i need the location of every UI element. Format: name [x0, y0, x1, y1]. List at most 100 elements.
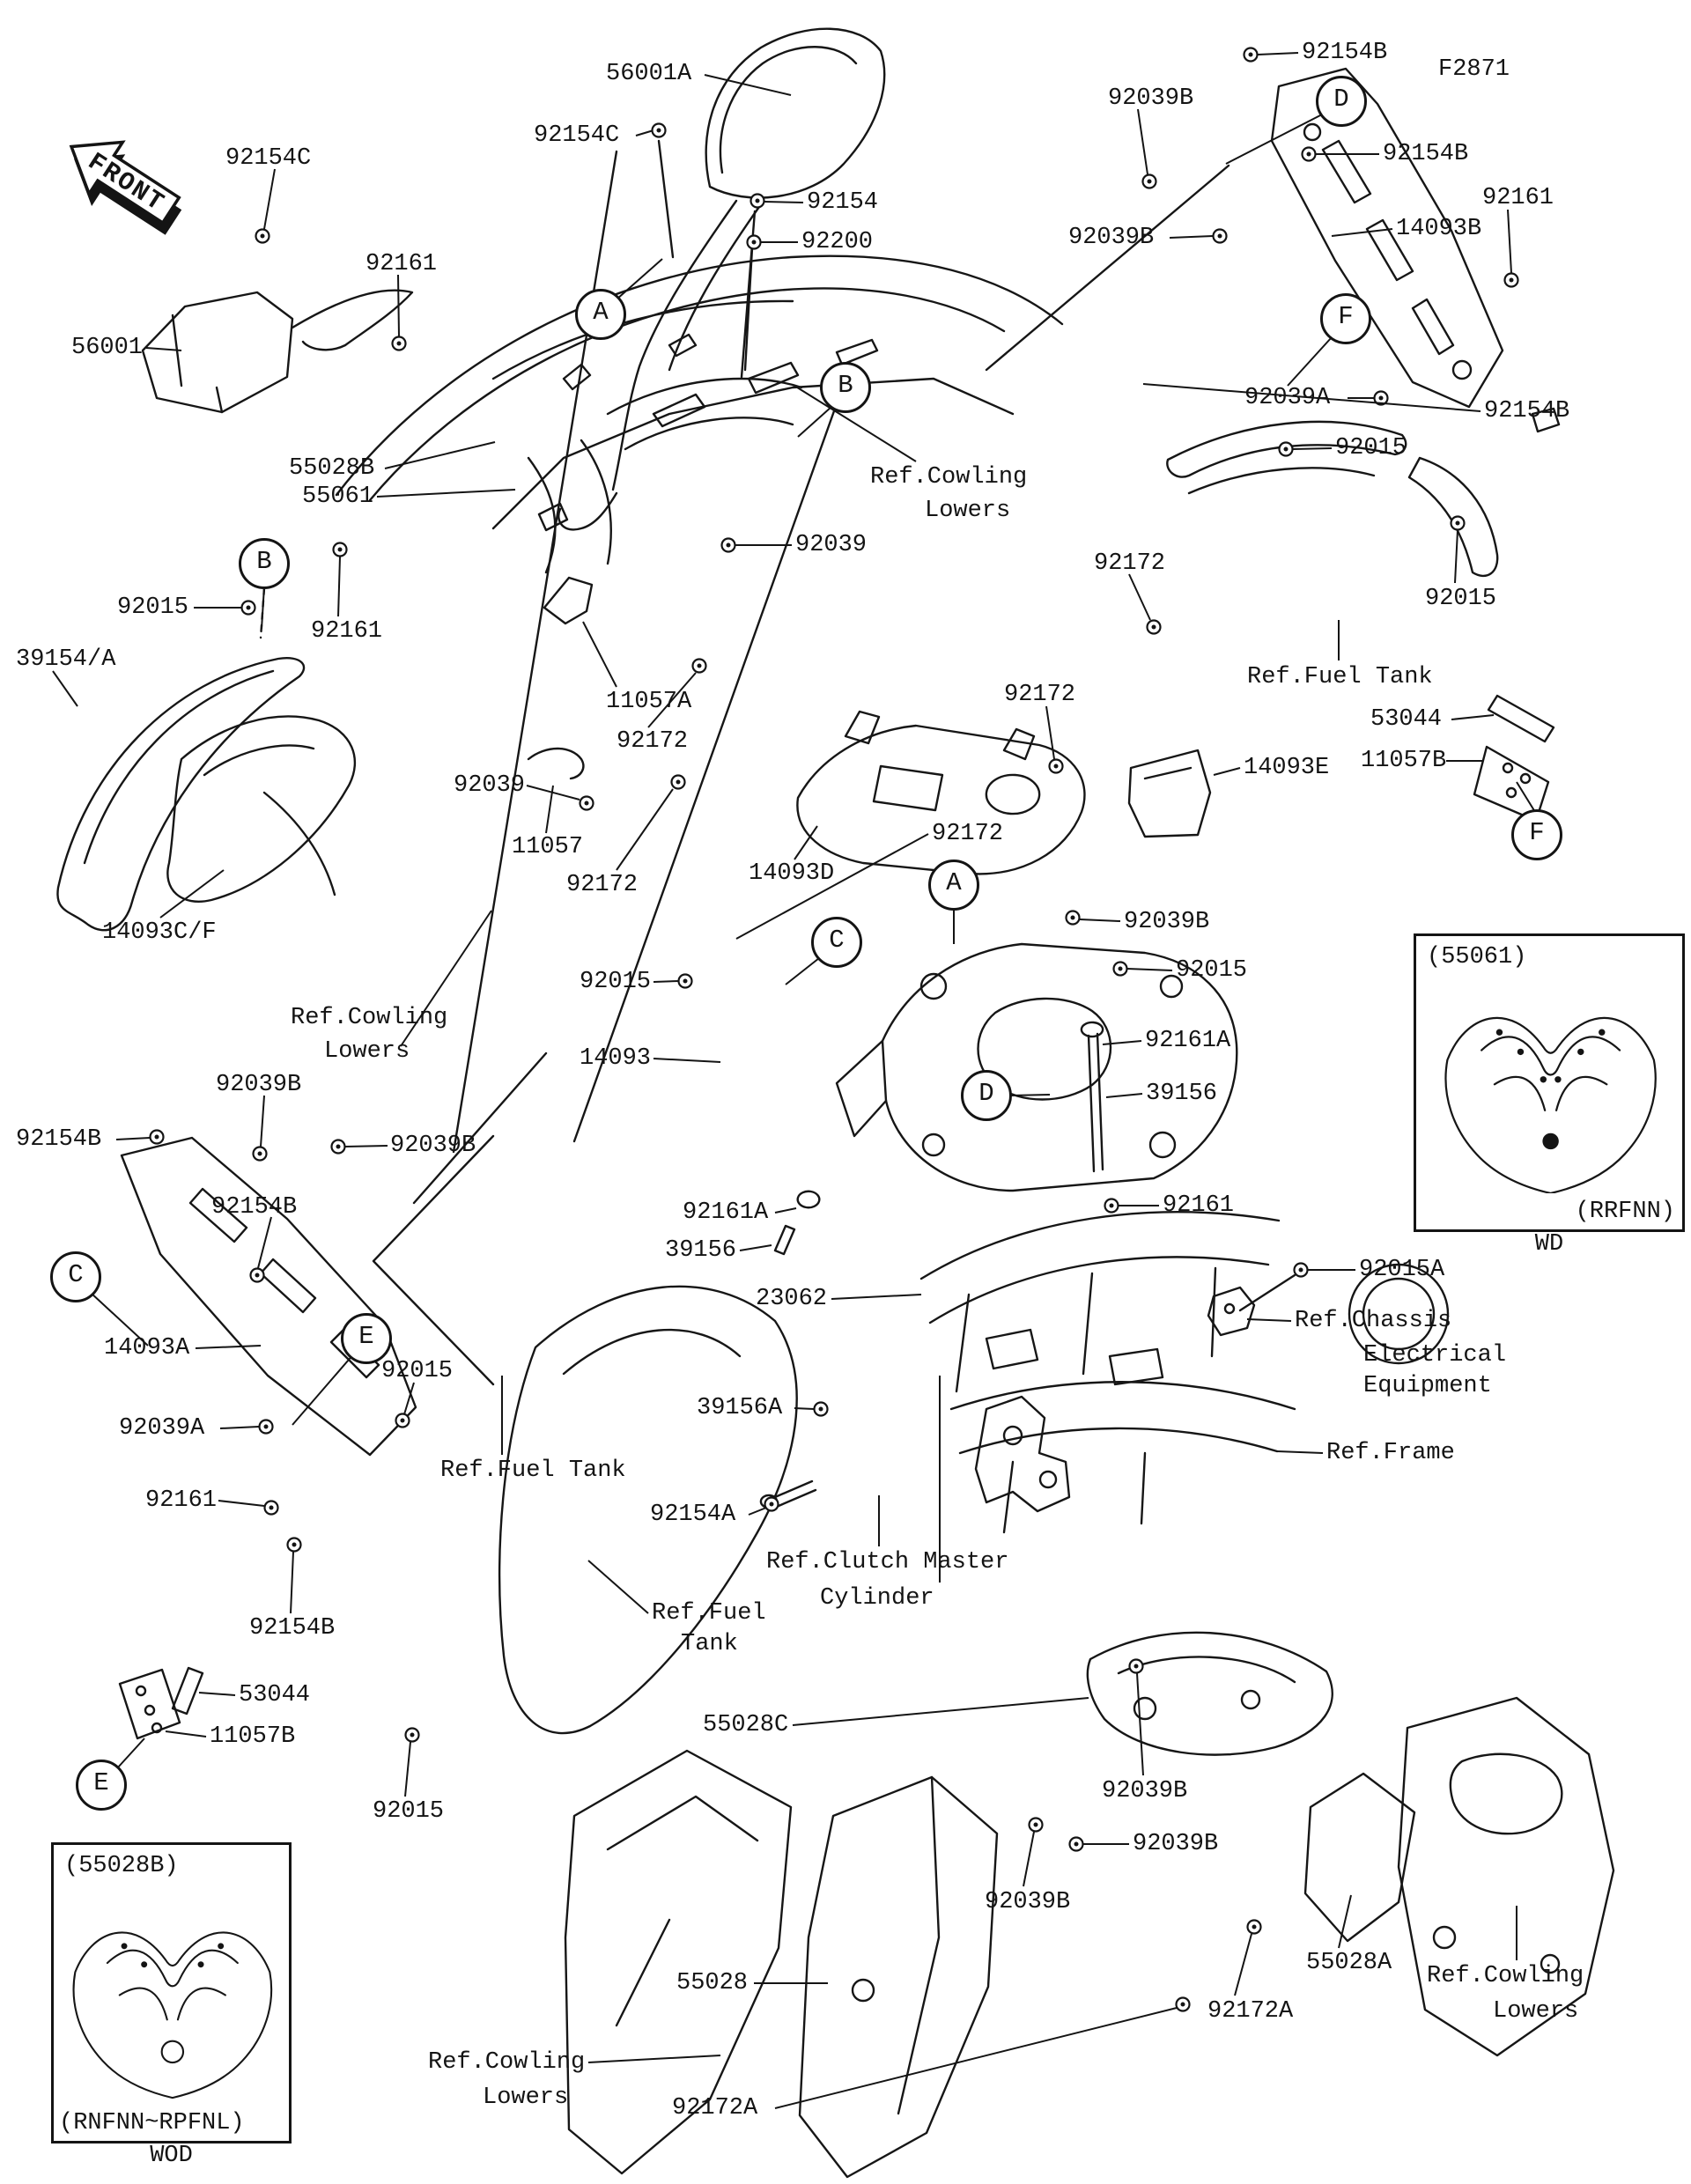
part-label-92154b: 92154B: [1302, 40, 1388, 66]
part-label-ref-cowling: Ref.Cowling: [870, 464, 1028, 491]
fastener-icon-dot: [292, 1542, 297, 1547]
part-label-92039b: 92039B: [1108, 85, 1194, 112]
fastener-icon-dot: [1133, 1664, 1139, 1669]
fastener-icon: [651, 122, 667, 138]
leader-line: [115, 1137, 151, 1140]
fastener-icon: [258, 1419, 274, 1435]
fastener-icon: [579, 795, 594, 811]
part-label-equipment: Equipment: [1363, 1373, 1492, 1399]
part-label-92015: 92015: [117, 594, 189, 621]
fastener-icon-dot: [656, 128, 661, 133]
part-label-lowers: Lowers: [324, 1038, 410, 1065]
fastener-icon-dot: [269, 1505, 274, 1510]
part-label-55028c: 55028C: [703, 1712, 789, 1738]
leader-line: [1292, 447, 1333, 450]
part-label-92172a: 92172A: [672, 2095, 758, 2121]
part-label-53044: 53044: [1370, 706, 1443, 733]
fastener-icon: [255, 228, 270, 244]
fastener-icon: [1141, 173, 1157, 189]
leader-line: [1246, 1318, 1292, 1322]
fastener-icon-dot: [1455, 520, 1460, 526]
part-label-92015: 92015: [1425, 586, 1497, 612]
leader-line: [587, 2055, 721, 2063]
leader-line: [1225, 114, 1323, 165]
fastener-icon: [1301, 146, 1317, 162]
part-label-92154c: 92154C: [534, 122, 620, 149]
part-label-lowers: Lowers: [1493, 1998, 1579, 2025]
fastener-icon: [746, 234, 762, 250]
callout-circle-d: D: [1316, 76, 1367, 127]
leader-line: [1287, 336, 1333, 387]
leader-line: [397, 274, 400, 337]
part-label-14093e: 14093E: [1244, 755, 1330, 781]
leader-line: [764, 201, 804, 203]
fastener-icon-dot: [1252, 1924, 1257, 1929]
fastener-icon: [720, 537, 736, 553]
fastener-icon: [263, 1500, 279, 1516]
leader-line: [403, 1382, 415, 1415]
fastener-icon: [404, 1727, 420, 1743]
front-arrow-icon: FRONT: [69, 140, 182, 235]
leader-line: [635, 129, 654, 136]
leader-line: [159, 869, 225, 919]
leader-line: [831, 1294, 922, 1300]
leader-line: [218, 1500, 265, 1507]
fastener-icon-dot: [1298, 1267, 1303, 1273]
fastener-icon-dot: [697, 663, 702, 668]
fastener-icon: [1212, 228, 1228, 244]
part-label-23062: 23062: [756, 1286, 828, 1312]
leader-line: [797, 406, 832, 438]
part-label-39156a: 39156A: [697, 1395, 783, 1421]
inset-cowl-drawing: [72, 1931, 273, 2099]
part-label-92015: 92015: [580, 969, 652, 995]
fastener-icon-dot: [337, 547, 343, 552]
leader-line: [260, 1095, 265, 1147]
fastener-icon: [395, 1413, 410, 1428]
fastener-icon: [252, 1146, 268, 1162]
fastener-icon: [1128, 1658, 1144, 1674]
part-label-92039b: 92039B: [1133, 1831, 1219, 1857]
part-label-92161a: 92161A: [683, 1199, 769, 1226]
leader-line: [195, 1345, 262, 1349]
fastener-icon: [149, 1129, 165, 1145]
part-label-92154b: 92154B: [1484, 398, 1570, 424]
leader-line: [165, 1730, 207, 1738]
fastener-icon-dot: [726, 542, 731, 548]
fastener-icon: [1373, 390, 1389, 406]
fastener-icon-dot: [257, 1151, 262, 1156]
inset-watermark: WOD: [150, 2143, 193, 2169]
fastener-icon: [691, 658, 707, 674]
part-label-92039a: 92039A: [119, 1415, 205, 1442]
leader-line: [616, 788, 674, 871]
leader-line: [1257, 52, 1299, 55]
inset-code: (55061): [1427, 944, 1527, 970]
leader-line: [1105, 1093, 1143, 1098]
leader-line: [344, 1145, 388, 1147]
leader-line: [263, 168, 276, 230]
part-label-92172: 92172: [566, 872, 639, 898]
leader-line: [739, 1244, 772, 1251]
inset-cowl-drawing: [1444, 1016, 1657, 1193]
fastener-icon-dot: [246, 605, 251, 610]
leader-line: [526, 785, 580, 801]
leader-line: [545, 785, 554, 834]
fastener-icon: [764, 1496, 779, 1512]
leader-line: [1331, 228, 1393, 237]
part-label-92154: 92154: [807, 189, 879, 216]
part-label-14093d: 14093D: [749, 860, 835, 887]
leader-line: [1169, 235, 1214, 239]
leader-line: [794, 825, 818, 860]
fastener-icon-dot: [1306, 151, 1311, 157]
fastener-icon: [1028, 1817, 1044, 1833]
part-label-92039: 92039: [454, 772, 526, 799]
part-label-14093a: 14093A: [104, 1335, 190, 1361]
part-label-tank: Tank: [681, 1631, 738, 1657]
part-label-ref-cowling: Ref.Cowling: [428, 2049, 586, 2076]
leader-line: [1338, 1894, 1352, 1949]
fastener-icon-dot: [769, 1502, 774, 1507]
fastener-icon-dot: [1180, 2002, 1185, 2007]
leader-line: [1023, 1831, 1035, 1887]
fastener-icon: [1246, 1919, 1262, 1935]
leader-line: [1507, 209, 1512, 274]
